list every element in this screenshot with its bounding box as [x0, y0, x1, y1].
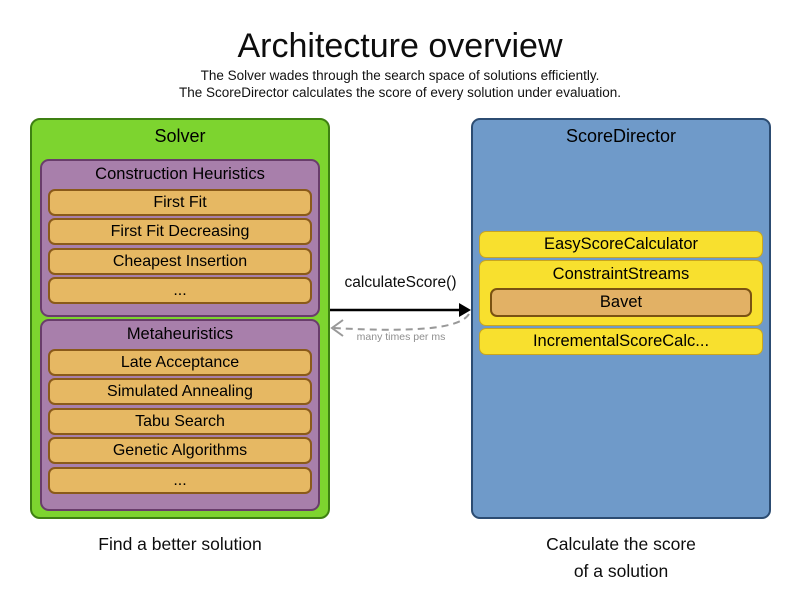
- solver-title: Solver: [154, 126, 206, 146]
- algorithm-item: Tabu Search: [48, 407, 312, 435]
- score-director-title: ScoreDirector: [565, 126, 677, 146]
- page-title: Architecture overview: [237, 27, 563, 65]
- metaheuristics-section: Metaheuristics Late Acceptance Simulated…: [40, 319, 320, 511]
- algorithm-item: ...: [48, 466, 312, 494]
- score-director-caption-line2: of a solution: [573, 561, 669, 581]
- constraint-streams-box: ConstraintStreams Bavet: [479, 260, 763, 326]
- construction-heuristics-section: Construction Heuristics First Fit First …: [40, 159, 320, 317]
- calculator-list: EasyScoreCalculator ConstraintStreams Ba…: [479, 231, 763, 357]
- subtitle-line-1: The Solver wades through the search spac…: [200, 68, 600, 83]
- call-arrow: [330, 303, 471, 317]
- score-director-box: ScoreDirector EasyScoreCalculator Constr…: [471, 118, 771, 519]
- return-frequency-label: many times per ms: [356, 331, 446, 343]
- algorithm-item: First Fit: [48, 188, 312, 216]
- algorithm-item: Cheapest Insertion: [48, 247, 312, 275]
- score-director-caption: Calculate the score of a solution: [471, 531, 771, 585]
- metaheuristics-title: Metaheuristics: [126, 325, 234, 343]
- solver-caption: Find a better solution: [98, 534, 262, 554]
- bavet-box: Bavet: [490, 288, 752, 317]
- subtitle-line-2: The ScoreDirector calculates the score o…: [179, 85, 621, 100]
- solver-box: Solver Construction Heuristics First Fit…: [30, 118, 330, 519]
- calculate-score-label: calculateScore(): [344, 274, 457, 291]
- constraint-streams-label: ConstraintStreams: [552, 265, 690, 283]
- algorithm-item: Genetic Algorithms: [48, 437, 312, 464]
- easy-score-calculator-box: EasyScoreCalculator: [479, 231, 763, 258]
- call-return-arrows: [330, 303, 471, 337]
- return-arrow: [330, 313, 470, 337]
- algorithm-item: ...: [48, 277, 312, 304]
- score-director-caption-line1: Calculate the score: [546, 534, 696, 554]
- incremental-score-calculator-box: IncrementalScoreCalc...: [479, 328, 763, 355]
- construction-heuristics-title: Construction Heuristics: [95, 165, 265, 183]
- algorithm-item: Simulated Annealing: [48, 378, 312, 405]
- algorithm-item: First Fit Decreasing: [48, 218, 312, 245]
- algorithm-item: Late Acceptance: [48, 348, 312, 376]
